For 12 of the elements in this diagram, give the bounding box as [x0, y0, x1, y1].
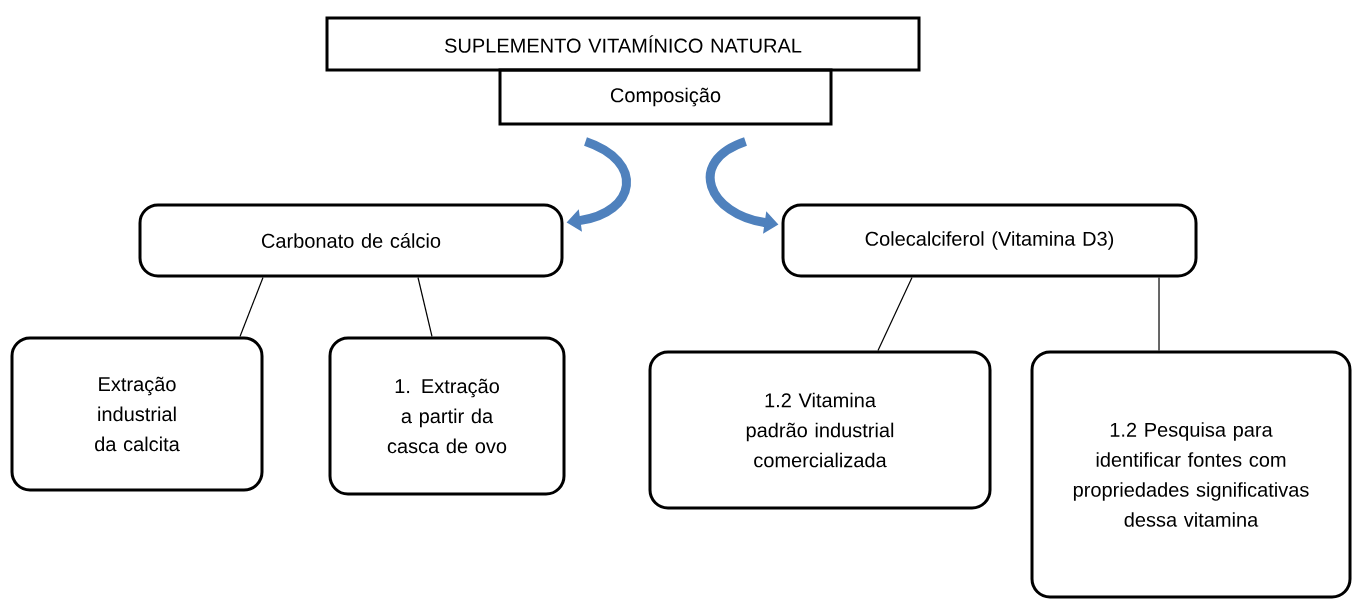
- concept-box: Carbonato de cálcio: [138, 203, 564, 278]
- connector-line: [1158, 276, 1160, 352]
- connector-line: [239, 276, 264, 338]
- concept-box: Colecalciferol (Vitamina D3): [781, 203, 1198, 278]
- concept-box: 1.2 Vitamina padrão industrial comercializada: [648, 350, 992, 510]
- concept-box: Extração industrial da calcita: [10, 336, 264, 492]
- concept-box: 1.2 Pesquisa para identificar fontes com propriedades significativas dessa vitamina: [1030, 350, 1352, 599]
- connector-line: [417, 276, 433, 338]
- connector-line: [877, 276, 913, 352]
- heading-box: Composição: [498, 68, 833, 126]
- title-box: SUPLEMENTO VITAMÍNICO NATURAL: [325, 16, 921, 72]
- concept-box: 1. Extração a partir da casca de ovo: [328, 336, 566, 496]
